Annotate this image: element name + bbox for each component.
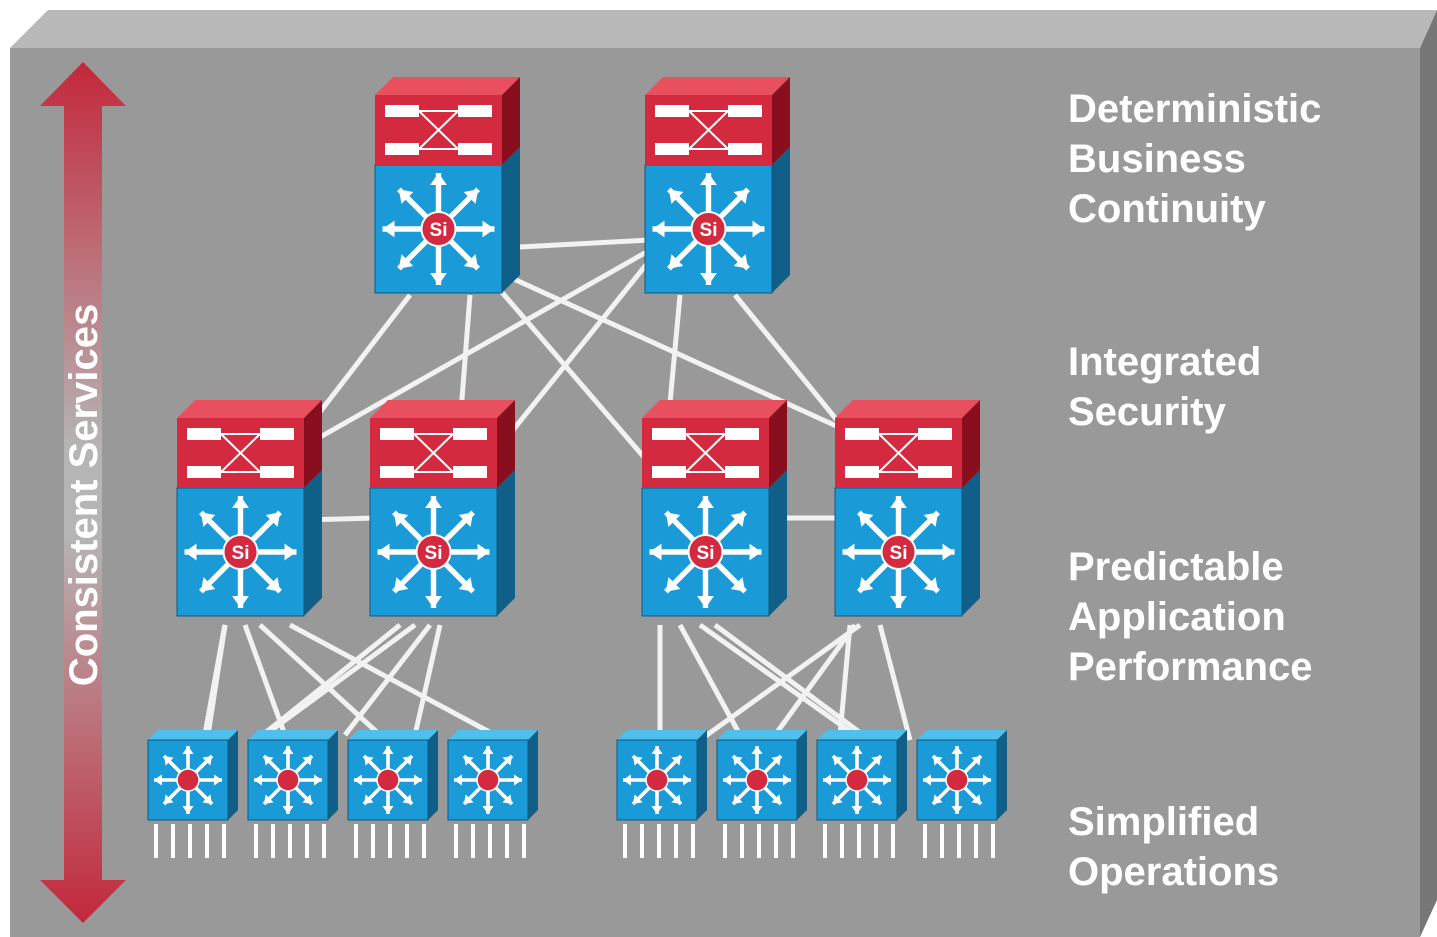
access-switch-icon: [347, 730, 438, 858]
si-badge: Si: [222, 534, 259, 570]
layer3-switch-icon: Si: [176, 400, 322, 617]
si-badge: Si: [880, 534, 917, 570]
link-dist-access: [713, 622, 872, 743]
benefit-line: Operations: [1068, 850, 1279, 894]
link-core-dist: [308, 293, 412, 427]
access-switch-icon: [816, 730, 907, 858]
link-dist-access: [288, 622, 497, 738]
access-switch-icon: [716, 730, 807, 858]
link-core-dist: [733, 293, 847, 432]
layer3-switch-icon: Si: [369, 400, 515, 617]
link-dist-access: [205, 624, 228, 736]
link-dist-access: [698, 622, 857, 738]
benefit-line: Deterministic: [1068, 87, 1321, 131]
si-badge-label: Si: [700, 220, 718, 241]
benefit-line: Business: [1068, 137, 1246, 181]
access-switch-icon: [147, 730, 238, 858]
access-switch-icon: [916, 730, 1007, 858]
access-switch-icon: [447, 730, 538, 858]
layer3-switch-icon: Si: [374, 77, 520, 294]
link-core-dist: [313, 247, 652, 443]
link-dist-access: [263, 622, 417, 738]
benefit-line: Continuity: [1068, 187, 1266, 231]
link-dist-access: [698, 622, 862, 743]
si-badge: Si: [687, 534, 724, 570]
link-dist-access: [412, 624, 443, 736]
access-switch-icon: [616, 730, 707, 858]
benefit-line: Performance: [1068, 645, 1313, 689]
benefit-line: Simplified: [1068, 800, 1259, 844]
link-core-dist: [503, 258, 652, 442]
si-badge: Si: [415, 534, 452, 570]
double-headed-arrow-icon: [40, 62, 126, 923]
layer3-switch-icon: Si: [644, 77, 790, 294]
layer3-switch-icon: Si: [641, 400, 787, 617]
layer3-switch-icon: Si: [834, 400, 980, 617]
benefit-line: Application: [1068, 595, 1286, 639]
benefit-line: Security: [1068, 390, 1227, 434]
link-dist-access: [343, 623, 432, 737]
si-badge: Si: [690, 211, 727, 247]
link-dist-access: [772, 623, 858, 737]
si-badge-label: Si: [430, 220, 448, 241]
side-label: Consistent Services: [62, 304, 106, 686]
si-badge-label: Si: [425, 543, 443, 564]
si-badge: Si: [420, 211, 457, 247]
si-badge-label: Si: [232, 543, 250, 564]
access-switch-icon: [247, 730, 338, 858]
si-badge-label: Si: [697, 543, 715, 564]
benefit-line: Integrated: [1068, 340, 1261, 384]
link-core: [499, 237, 651, 251]
benefit-line: Predictable: [1068, 545, 1284, 589]
link-dist-access: [248, 623, 402, 747]
benefit-labels: DeterministicBusinessContinuityIntegrate…: [1068, 87, 1321, 894]
link-dist-access: [877, 624, 913, 741]
si-badge-label: Si: [890, 543, 908, 564]
network-links: [202, 237, 913, 747]
link-dist-access: [242, 624, 288, 736]
link-dist-access: [837, 624, 853, 736]
